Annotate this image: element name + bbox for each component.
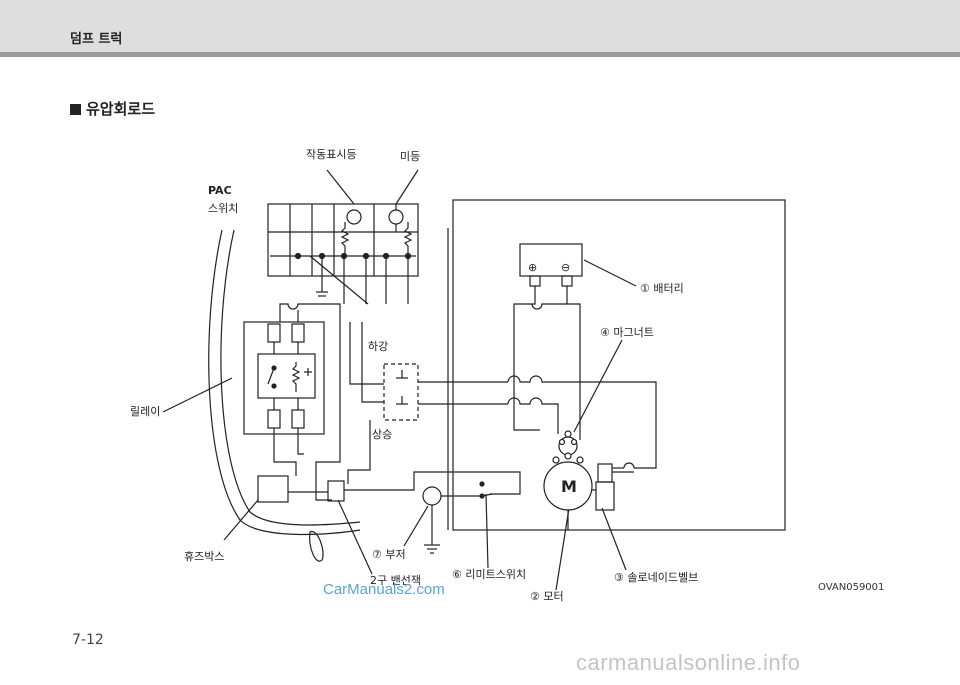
- pump-unit-frame: [452, 199, 786, 531]
- connector-2way: [327, 480, 345, 502]
- label-buzzer: ⑦ 부저: [372, 548, 406, 561]
- solenoid-valve: [592, 462, 635, 511]
- section-bullet-icon: [70, 104, 81, 115]
- header-divider: [0, 52, 960, 57]
- label-indicator-lamp: 작동표시등: [306, 148, 357, 161]
- label-pac: PAC: [208, 184, 232, 197]
- relay: [243, 303, 341, 435]
- label-battery: ① 배터리: [640, 282, 684, 295]
- lower-raise-switch: [383, 363, 419, 421]
- header-band: [0, 0, 960, 52]
- figure-code: OVAN059001: [818, 582, 885, 593]
- fuse-box: [257, 475, 289, 503]
- label-limit-switch: ⑥ 리미트스위치: [452, 568, 527, 581]
- page-number: 7-12: [72, 632, 104, 648]
- pac-switch-box: [267, 203, 419, 305]
- footer-site: carmanualsonline.info: [576, 650, 801, 675]
- label-raise: 상승: [372, 428, 393, 441]
- label-motor: ② 모터: [530, 590, 564, 603]
- battery: [519, 243, 583, 287]
- label-fuse-box: 휴즈박스: [184, 550, 225, 563]
- label-valve-2way: 2구 밴선잭: [370, 574, 421, 587]
- section-title: 유압회로드: [70, 98, 155, 119]
- battery-minus-symbol: ⊖: [561, 261, 571, 274]
- section-title-text: 유압회로드: [86, 100, 156, 118]
- battery-plus-symbol: ⊕: [528, 261, 538, 274]
- label-pac-switch: 스위치: [208, 202, 239, 215]
- label-tail-lamp: 미등: [400, 150, 421, 163]
- magnet-switch: [552, 430, 584, 464]
- label-relay: 릴레이: [130, 405, 161, 418]
- watermark: CarManuals2.com: [323, 581, 445, 598]
- label-solenoid-valve: ③ 솔로네이드벨브: [614, 571, 699, 584]
- motor-symbol: M: [561, 477, 577, 496]
- label-lower: 하강: [368, 340, 389, 353]
- label-magnet: ④ 마그너트: [600, 326, 654, 339]
- buzzer: [422, 486, 442, 506]
- header-title: 덤프 트럭: [70, 32, 123, 47]
